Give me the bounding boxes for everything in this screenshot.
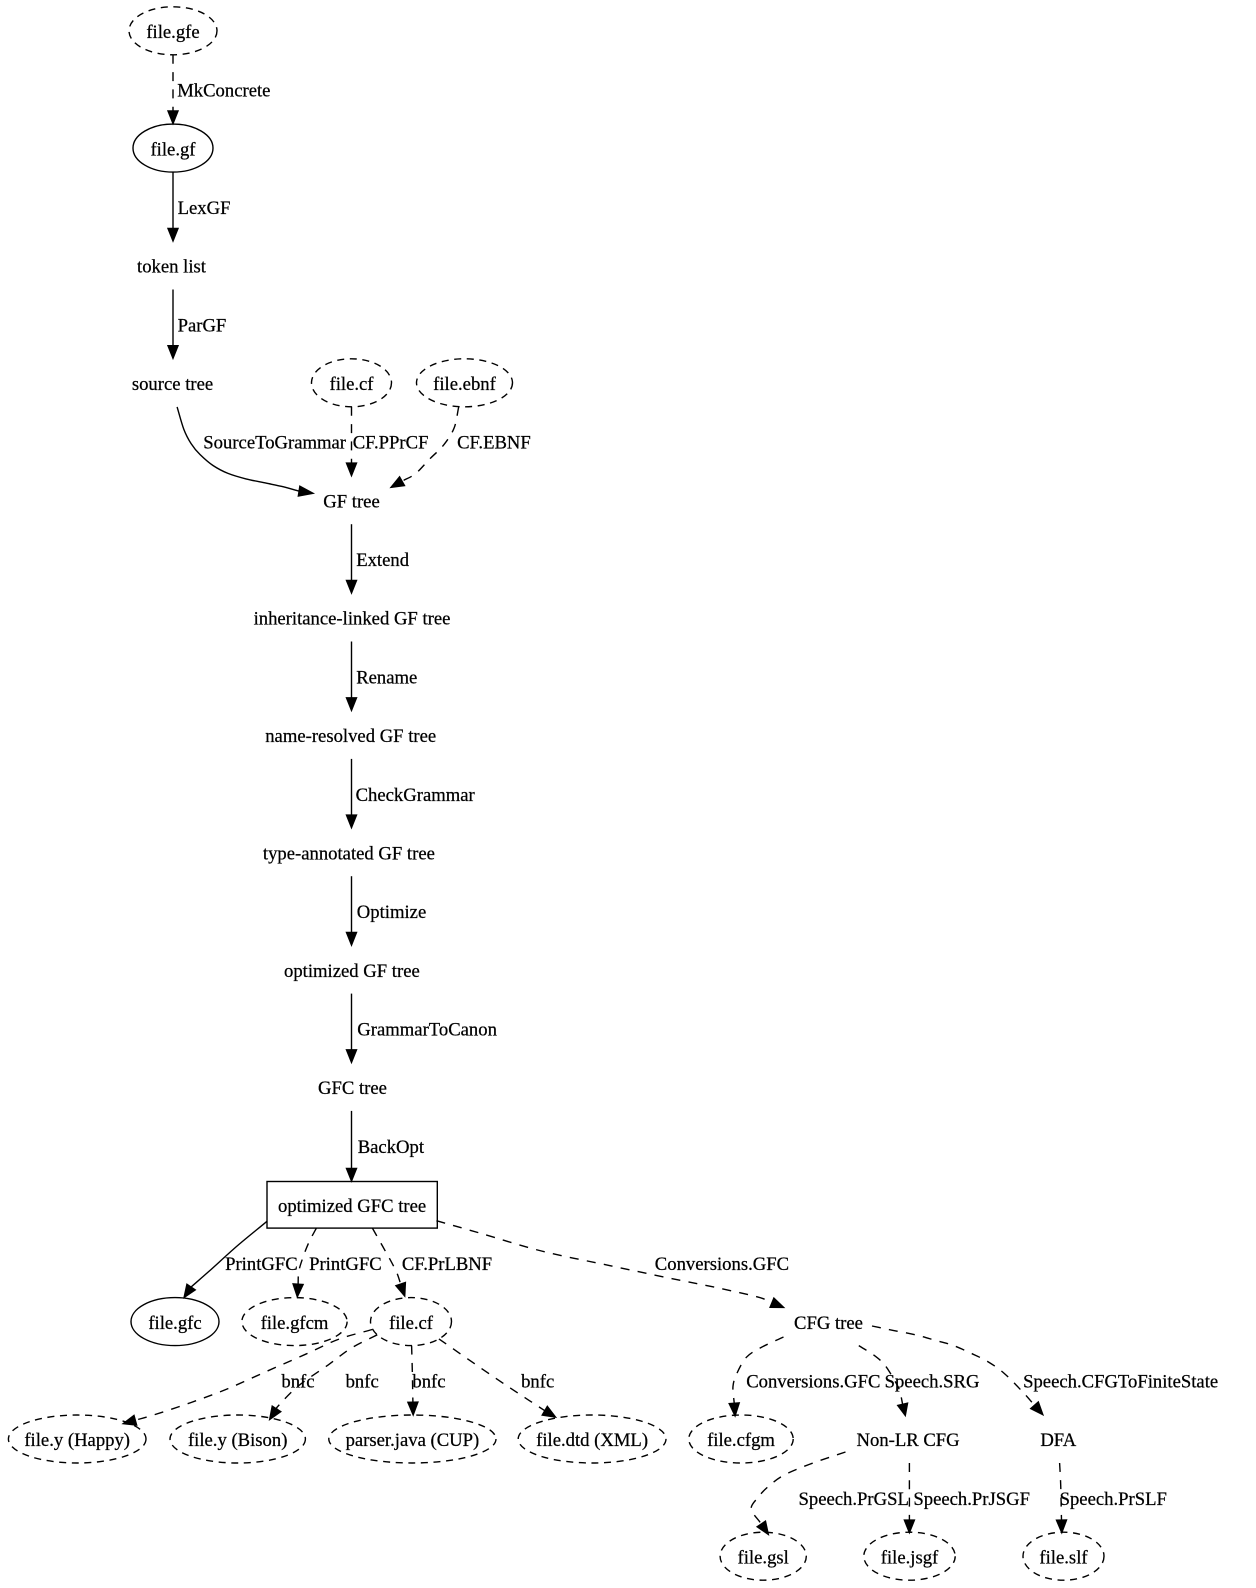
svg-text:Conversions.GFC: Conversions.GFC	[655, 1254, 789, 1275]
svg-text:CF.EBNF: CF.EBNF	[457, 433, 531, 454]
svg-text:BackOpt: BackOpt	[358, 1137, 425, 1158]
svg-text:optimized GFC tree: optimized GFC tree	[278, 1196, 426, 1217]
svg-text:DFA: DFA	[1040, 1430, 1076, 1451]
svg-text:source tree: source tree	[132, 374, 213, 395]
svg-text:file.cf: file.cf	[329, 374, 374, 395]
svg-text:file.slf: file.slf	[1039, 1547, 1088, 1568]
svg-text:CF.PPrCF: CF.PPrCF	[353, 433, 429, 454]
svg-text:Speech.CFGToFiniteState: Speech.CFGToFiniteState	[1023, 1372, 1218, 1393]
svg-text:GF tree: GF tree	[323, 491, 379, 512]
svg-text:SourceToGrammar: SourceToGrammar	[203, 433, 346, 454]
svg-text:file.gfe: file.gfe	[146, 22, 199, 43]
svg-text:CFG tree: CFG tree	[794, 1313, 863, 1334]
svg-text:Speech.PrSLF: Speech.PrSLF	[1060, 1489, 1167, 1510]
svg-text:Speech.PrGSL: Speech.PrGSL	[799, 1489, 909, 1510]
svg-text:bnfc: bnfc	[346, 1372, 379, 1393]
svg-text:file.ebnf: file.ebnf	[433, 374, 496, 395]
svg-text:bnfc: bnfc	[281, 1372, 314, 1393]
svg-text:file.cfgm: file.cfgm	[707, 1430, 775, 1451]
svg-text:bnfc: bnfc	[521, 1372, 554, 1393]
svg-text:Non-LR CFG: Non-LR CFG	[857, 1430, 960, 1451]
svg-text:PrintGFC: PrintGFC	[225, 1254, 298, 1275]
svg-text:inheritance-linked GF tree: inheritance-linked GF tree	[254, 609, 451, 630]
svg-text:name-resolved GF tree: name-resolved GF tree	[265, 726, 436, 747]
svg-text:parser.java (CUP): parser.java (CUP)	[346, 1430, 480, 1451]
svg-text:PrintGFC: PrintGFC	[309, 1254, 382, 1275]
svg-text:file.y (Happy): file.y (Happy)	[24, 1430, 130, 1451]
svg-text:file.gf: file.gf	[150, 139, 196, 160]
svg-text:Speech.SRG: Speech.SRG	[885, 1372, 980, 1393]
svg-text:token list: token list	[137, 257, 207, 278]
svg-text:file.dtd (XML): file.dtd (XML)	[536, 1430, 648, 1451]
svg-text:ParGF: ParGF	[178, 315, 227, 336]
svg-text:Rename: Rename	[356, 667, 417, 688]
svg-text:Extend: Extend	[356, 550, 410, 571]
svg-text:LexGF: LexGF	[178, 198, 231, 219]
svg-text:CheckGrammar: CheckGrammar	[356, 785, 476, 806]
svg-text:MkConcrete: MkConcrete	[177, 81, 270, 102]
svg-text:Conversions.GFC: Conversions.GFC	[746, 1372, 880, 1393]
svg-text:CF.PrLBNF: CF.PrLBNF	[402, 1254, 492, 1275]
svg-text:GFC tree: GFC tree	[318, 1078, 387, 1099]
svg-text:file.jsgf: file.jsgf	[881, 1547, 939, 1568]
svg-text:GrammarToCanon: GrammarToCanon	[357, 1020, 497, 1041]
svg-text:file.y (Bison): file.y (Bison)	[188, 1430, 288, 1451]
svg-text:file.gfcm: file.gfcm	[261, 1313, 329, 1334]
svg-text:file.cf: file.cf	[389, 1313, 434, 1334]
svg-text:type-annotated GF tree: type-annotated GF tree	[263, 843, 435, 864]
svg-text:Speech.PrJSGF: Speech.PrJSGF	[913, 1489, 1030, 1510]
svg-text:file.gfc: file.gfc	[148, 1313, 201, 1334]
svg-text:file.gsl: file.gsl	[738, 1547, 789, 1568]
svg-text:optimized GF tree: optimized GF tree	[284, 961, 420, 982]
svg-text:Optimize: Optimize	[357, 902, 426, 923]
svg-text:bnfc: bnfc	[412, 1372, 445, 1393]
